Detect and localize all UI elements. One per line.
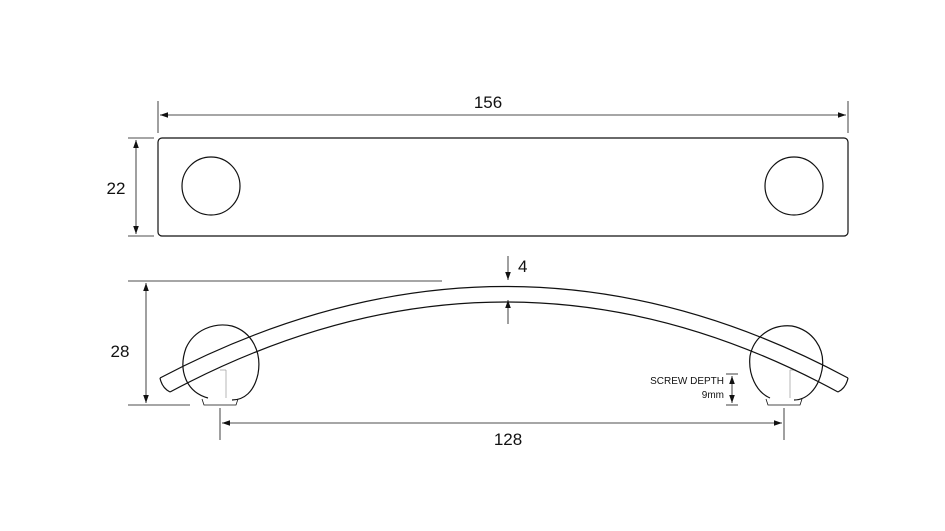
bow-depth-dimension: 4 (505, 256, 527, 324)
bow-inner-curve (169, 301, 839, 393)
overall-length-dimension: 156 (157, 93, 849, 133)
top-plate (157, 137, 849, 237)
right-post-base (765, 398, 803, 406)
side-view (159, 285, 849, 406)
left-post (182, 324, 260, 401)
screw-depth-value: 9mm (702, 390, 724, 401)
right-post (749, 325, 824, 401)
handle-height-label: 28 (111, 342, 130, 361)
bow-outer-curve (159, 285, 849, 379)
bow-right-end (837, 377, 849, 393)
bow-depth-label: 4 (518, 257, 527, 276)
screw-depth-title: SCREW DEPTH (650, 376, 724, 387)
left-post-base (201, 398, 239, 406)
right-screw-hole (764, 156, 824, 216)
left-screw-hole (181, 156, 241, 216)
hole-centres-dimension: 128 (219, 408, 785, 449)
handle-height-dimension: 28 (111, 280, 442, 406)
overall-length-label: 156 (474, 93, 502, 112)
hole-centres-label: 128 (494, 430, 522, 449)
top-view (157, 137, 849, 237)
plate-height-label: 22 (107, 179, 126, 198)
screw-depth-note: SCREW DEPTH 9mm (650, 373, 738, 406)
plate-height-dimension: 22 (107, 137, 154, 237)
bow-left-end (159, 377, 171, 393)
